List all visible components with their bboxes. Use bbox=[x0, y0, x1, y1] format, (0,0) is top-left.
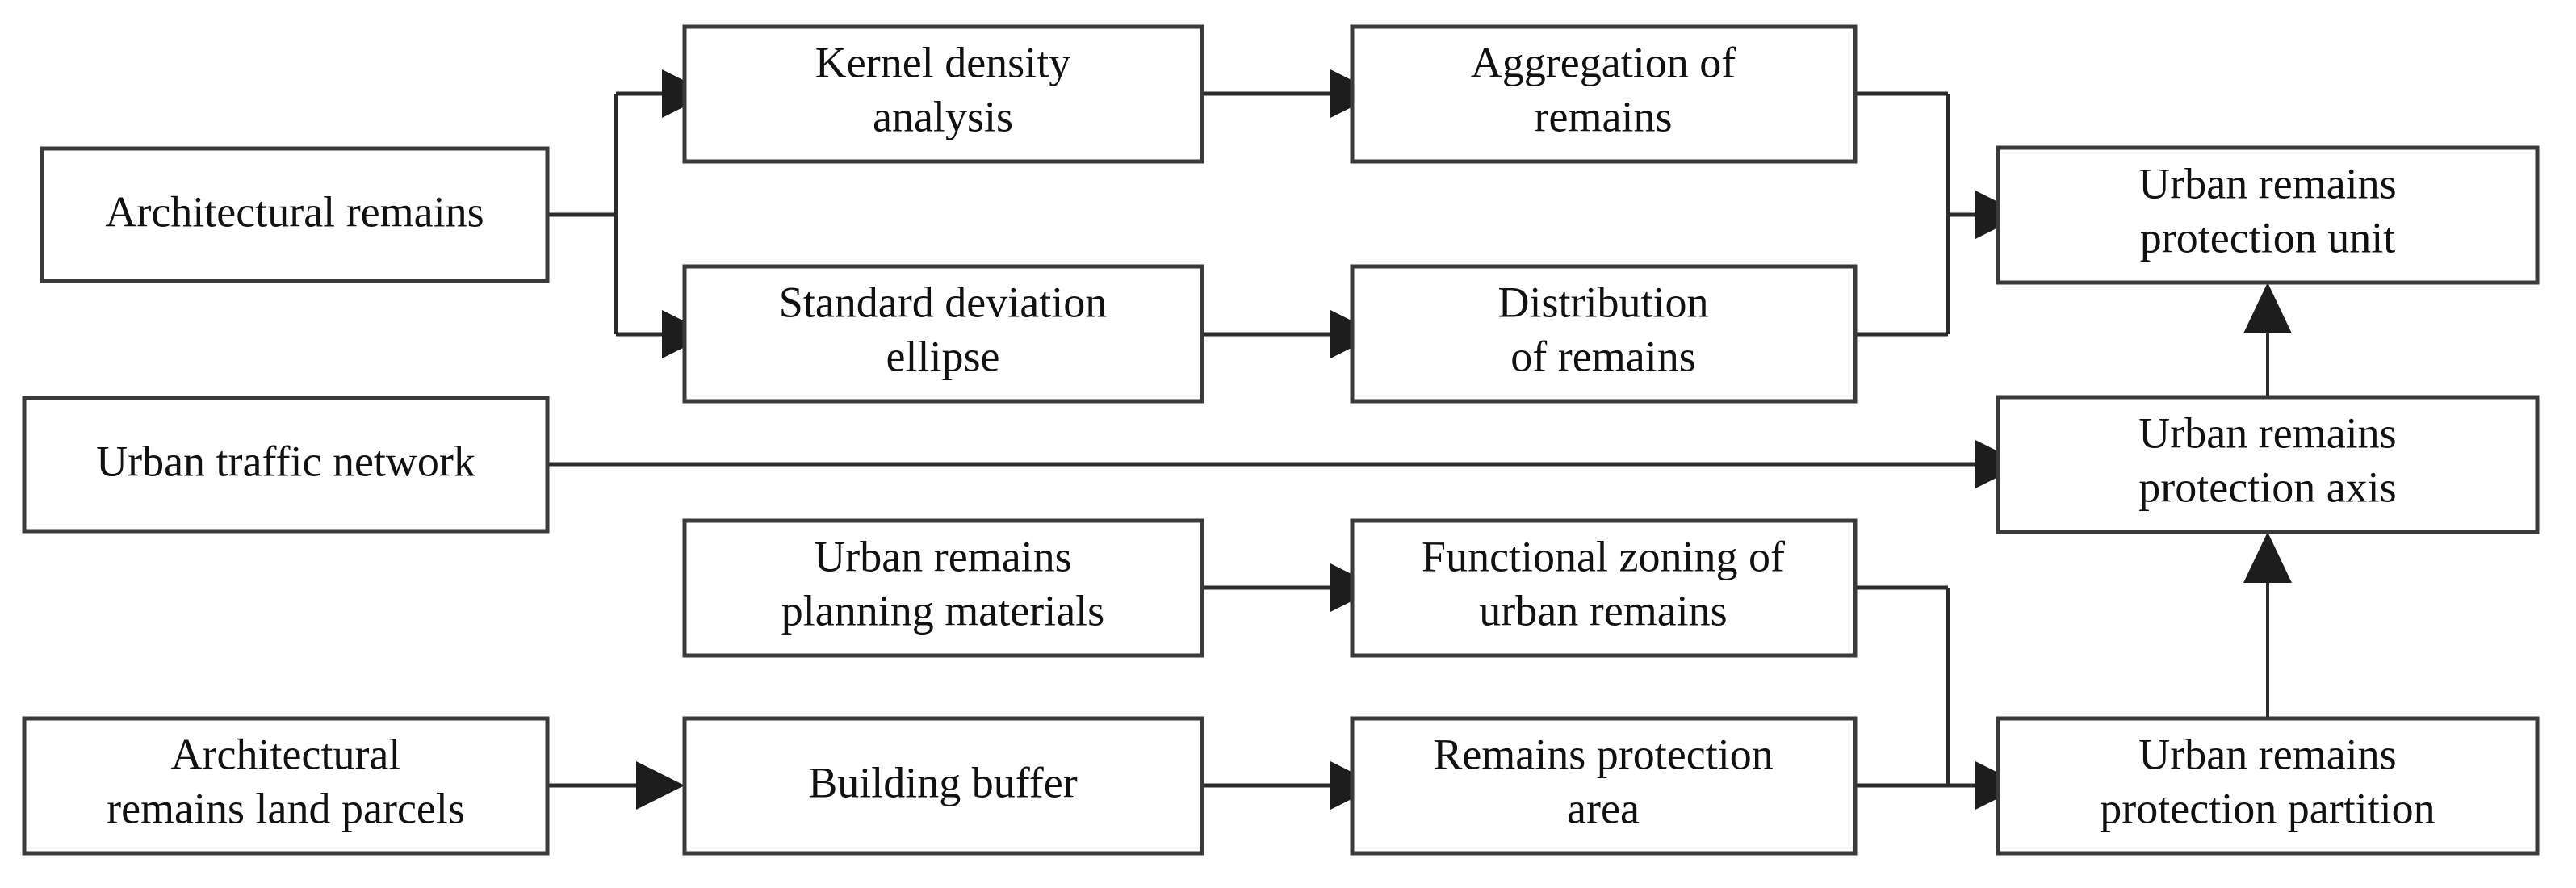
node-architectural-remains[interactable]: Architectural remains bbox=[40, 146, 550, 283]
node-box bbox=[1996, 395, 2540, 534]
arrowhead-axis-to-unit bbox=[2243, 283, 2292, 333]
node-label-line1: Urban remains bbox=[814, 532, 1071, 580]
node-layer: Architectural remains Kernel density ana… bbox=[22, 24, 2540, 856]
node-box bbox=[1350, 264, 1858, 404]
node-label-line1: Kernel density bbox=[815, 38, 1070, 86]
node-label-line2: ellipse bbox=[886, 332, 1000, 380]
node-label-line1: Standard deviation bbox=[779, 278, 1107, 326]
node-label-line1: Building buffer bbox=[808, 758, 1077, 806]
node-label-line1: Urban traffic network bbox=[96, 437, 475, 485]
node-functional-zoning-of-urban-remains[interactable]: Functional zoning of urban remains bbox=[1350, 518, 1858, 658]
node-label-line2: urban remains bbox=[1479, 586, 1727, 635]
node-label-line2: analysis bbox=[873, 92, 1013, 140]
node-box bbox=[1350, 716, 1858, 856]
node-label-line1: Urban remains bbox=[2138, 408, 2396, 457]
node-box bbox=[40, 146, 550, 283]
node-label-line1: Remains protection bbox=[1433, 730, 1773, 778]
node-urban-remains-protection-axis[interactable]: Urban remains protection axis bbox=[1996, 395, 2540, 534]
node-box bbox=[682, 264, 1204, 404]
node-building-buffer[interactable]: Building buffer bbox=[682, 716, 1204, 856]
node-standard-deviation-ellipse[interactable]: Standard deviation ellipse bbox=[682, 264, 1204, 404]
node-remains-protection-area[interactable]: Remains protection area bbox=[1350, 716, 1858, 856]
node-label-line2: of remains bbox=[1510, 332, 1695, 380]
node-box bbox=[22, 716, 550, 856]
node-box bbox=[22, 396, 550, 534]
node-label-line2: area bbox=[1567, 784, 1640, 832]
node-label-line2: protection axis bbox=[2138, 463, 2396, 511]
node-urban-remains-planning-materials[interactable]: Urban remains planning materials bbox=[682, 518, 1204, 658]
node-box bbox=[1996, 716, 2540, 856]
node-architectural-remains-land-parcels[interactable]: Architectural remains land parcels bbox=[22, 716, 550, 856]
node-box bbox=[1996, 145, 2540, 285]
arrowhead-to-building-buffer bbox=[636, 761, 685, 810]
node-box bbox=[682, 716, 1204, 856]
node-urban-traffic-network[interactable]: Urban traffic network bbox=[22, 396, 550, 534]
node-label-line2: protection unit bbox=[2140, 213, 2395, 262]
node-kernel-density-analysis[interactable]: Kernel density analysis bbox=[682, 24, 1204, 164]
node-label-line1: Urban remains bbox=[2138, 730, 2396, 778]
node-box bbox=[682, 518, 1204, 658]
node-label-line2: protection partition bbox=[2100, 784, 2435, 832]
arrowhead-partition-to-axis bbox=[2243, 532, 2292, 583]
node-label-line1: Architectural remains bbox=[105, 187, 484, 236]
node-label-line1: Urban remains bbox=[2138, 159, 2396, 207]
node-box bbox=[682, 24, 1204, 164]
node-box bbox=[1350, 518, 1858, 658]
node-urban-remains-protection-partition[interactable]: Urban remains protection partition bbox=[1996, 716, 2540, 856]
node-label-line1: Distribution bbox=[1497, 278, 1708, 326]
node-aggregation-of-remains[interactable]: Aggregation of remains bbox=[1350, 24, 1858, 164]
node-label-line2: remains land parcels bbox=[107, 784, 465, 832]
node-distribution-of-remains[interactable]: Distribution of remains bbox=[1350, 264, 1858, 404]
node-label-line2: planning materials bbox=[781, 586, 1104, 635]
node-urban-remains-protection-unit[interactable]: Urban remains protection unit bbox=[1996, 145, 2540, 285]
node-label-line1: Functional zoning of bbox=[1422, 532, 1785, 580]
node-box bbox=[1350, 24, 1858, 164]
node-label-line1: Aggregation of bbox=[1471, 38, 1736, 86]
node-label-line1: Architectural bbox=[171, 730, 401, 778]
node-label-line2: remains bbox=[1535, 92, 1673, 140]
